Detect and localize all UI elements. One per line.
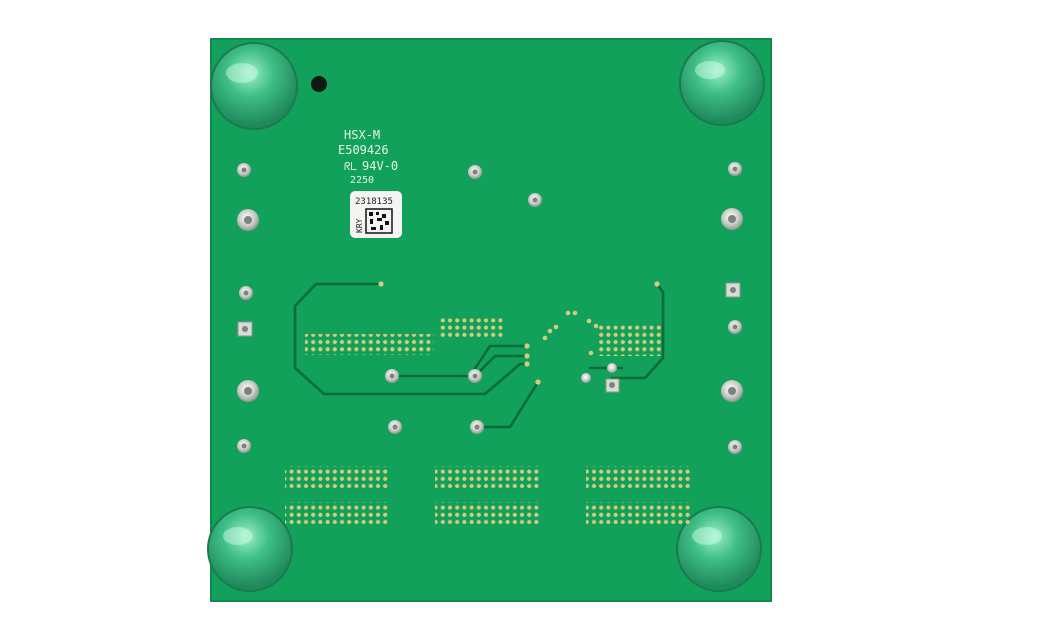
small-vias: [378, 281, 660, 385]
pad-array: [285, 318, 690, 524]
via-hole: [721, 380, 743, 402]
silkscreen-marking: HSX-M E509426 ᖇᒪ 94V-0 2250: [338, 128, 398, 186]
label-code: KRY: [355, 218, 364, 233]
datamatrix-code: [365, 208, 393, 234]
via-hole: [470, 420, 484, 434]
via-hole: [468, 165, 482, 179]
silk-ul-file: E509426: [338, 143, 389, 157]
via-hole: [728, 440, 742, 454]
serial-label: 2318135 KRY: [350, 191, 402, 238]
silk-part-number: HSX-M: [344, 128, 380, 142]
bumper-bottom-left: [207, 506, 293, 592]
via-hole: [237, 439, 251, 453]
via-hole: [581, 373, 591, 383]
via-hole: [607, 363, 617, 373]
copper-traces: [293, 282, 665, 429]
via-hole: [237, 380, 259, 402]
silk-ul-mark: ᖇᒪ: [344, 160, 357, 173]
bumper-top-left: [210, 42, 298, 130]
via-hole: [728, 320, 742, 334]
bumper-bottom-right: [676, 506, 762, 592]
through-holes: [237, 162, 743, 454]
via-hole: [385, 369, 399, 383]
via-hole: [721, 208, 743, 230]
via-hole: [388, 420, 402, 434]
via-hole: [468, 369, 482, 383]
square-pads: [237, 282, 741, 393]
silk-date-code: 2250: [350, 175, 374, 186]
via-hole: [237, 209, 259, 231]
via-hole: [239, 286, 253, 300]
mounting-hole: [311, 76, 327, 92]
square-pad: [725, 282, 741, 298]
bumper-top-right: [679, 40, 765, 126]
label-number: 2318135: [355, 197, 393, 207]
via-hole: [728, 162, 742, 176]
square-pad: [605, 378, 620, 393]
via-hole: [528, 193, 542, 207]
square-pad: [237, 321, 253, 337]
via-hole: [237, 163, 251, 177]
silk-flammability: 94V-0: [362, 159, 398, 173]
